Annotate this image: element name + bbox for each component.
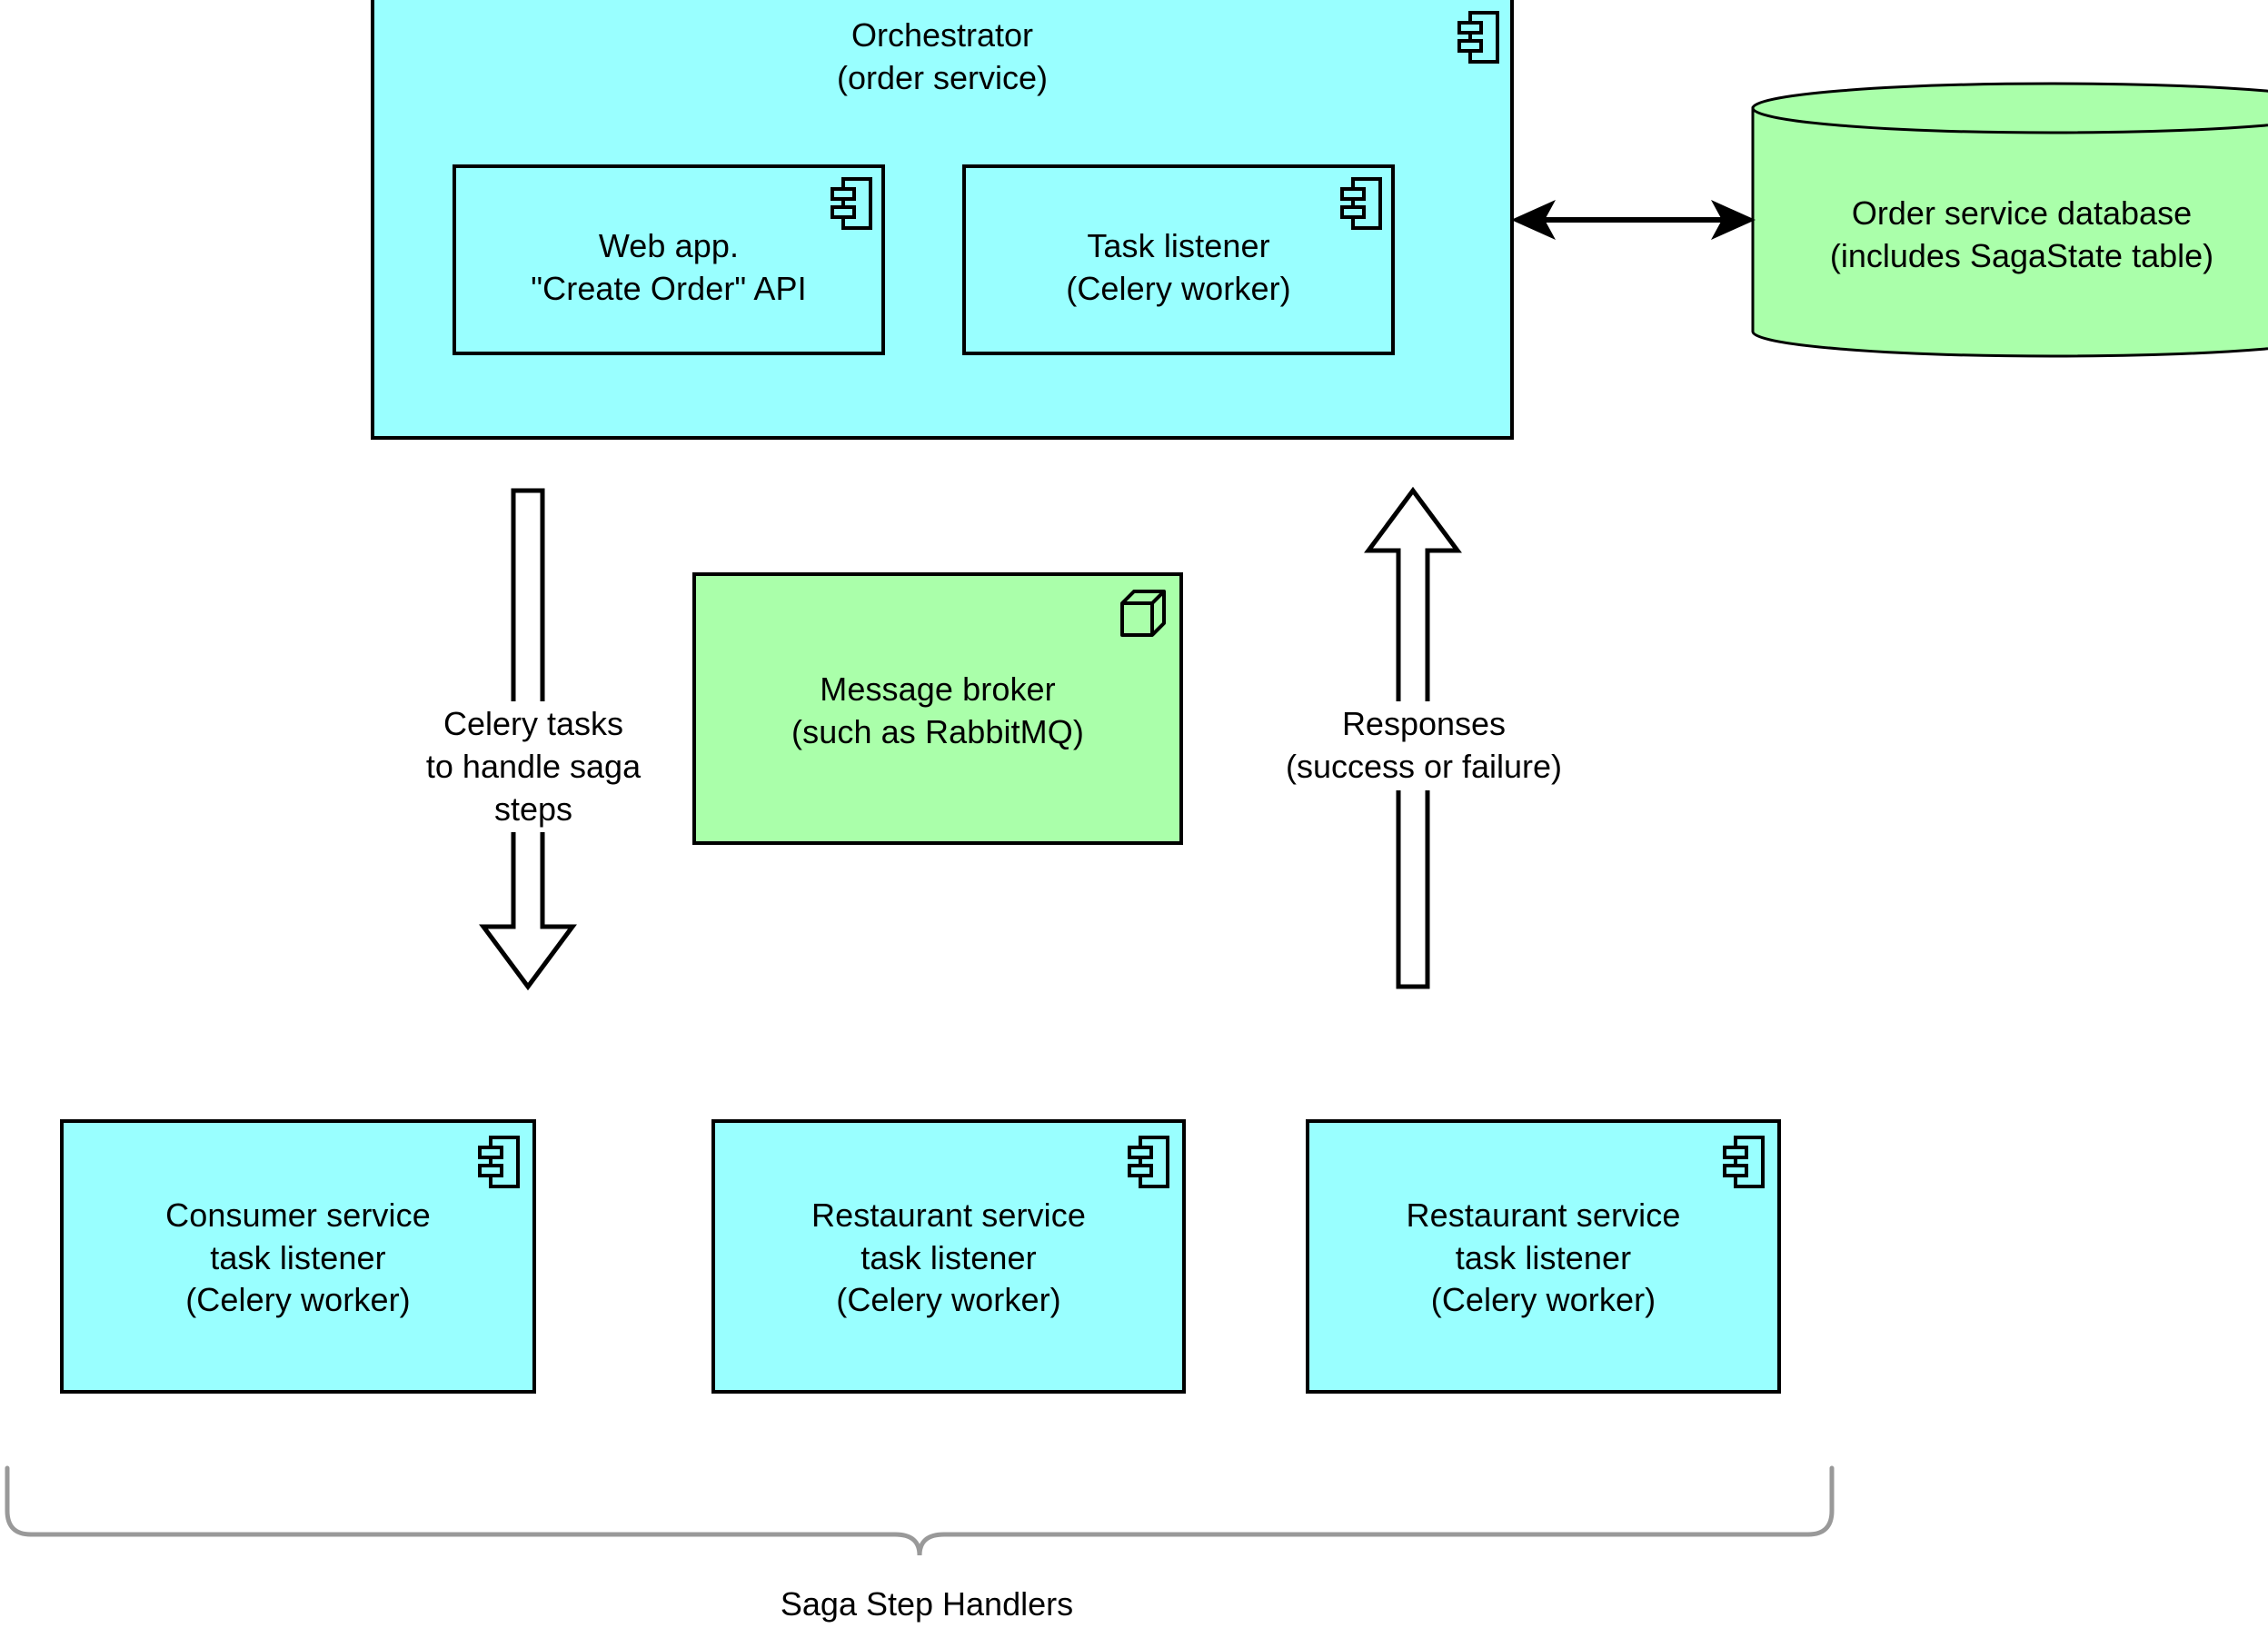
uml-component-icon (1340, 177, 1382, 230)
handler-label: Consumer service task listener (Celery w… (165, 1196, 431, 1319)
uml-component-icon (1723, 1136, 1765, 1188)
restaurant-service-task-listener-1[interactable]: Restaurant service task listener (Celery… (711, 1119, 1186, 1394)
orchestrator-label: Orchestrator (order service) (836, 16, 1049, 96)
task-listener-label: Task listener (Celery worker) (1066, 227, 1291, 307)
uml-node-icon (1119, 589, 1167, 638)
message-broker-label: Message broker (such as RabbitMQ) (791, 670, 1084, 750)
consumer-service-task-listener[interactable]: Consumer service task listener (Celery w… (60, 1119, 536, 1394)
uml-component-icon (478, 1136, 520, 1188)
saga-step-handlers-brace (5, 1465, 1835, 1556)
handler-label: Restaurant service task listener (Celery… (811, 1196, 1086, 1319)
uml-component-icon (1128, 1136, 1169, 1188)
message-broker-node[interactable]: Message broker (such as RabbitMQ) (692, 572, 1183, 845)
celery-tasks-caption: Celery tasks to handle saga steps (378, 701, 689, 833)
restaurant-service-task-listener-2[interactable]: Restaurant service task listener (Celery… (1306, 1119, 1781, 1394)
responses-caption: Responses (success or failure) (1268, 701, 1579, 790)
task-listener-component[interactable]: Task listener (Celery worker) (962, 164, 1395, 355)
db-link-arrow (1511, 200, 1756, 240)
saga-step-handlers-label: Saga Step Handlers (780, 1585, 1074, 1623)
order-service-database[interactable]: Order service database (includes SagaSta… (1751, 82, 2268, 358)
web-app-component[interactable]: Web app. "Create Order" API (453, 164, 885, 355)
uml-component-icon (1457, 11, 1499, 64)
web-app-label: Web app. "Create Order" API (531, 227, 807, 307)
handler-label: Restaurant service task listener (Celery… (1406, 1196, 1681, 1319)
uml-component-icon (831, 177, 872, 230)
